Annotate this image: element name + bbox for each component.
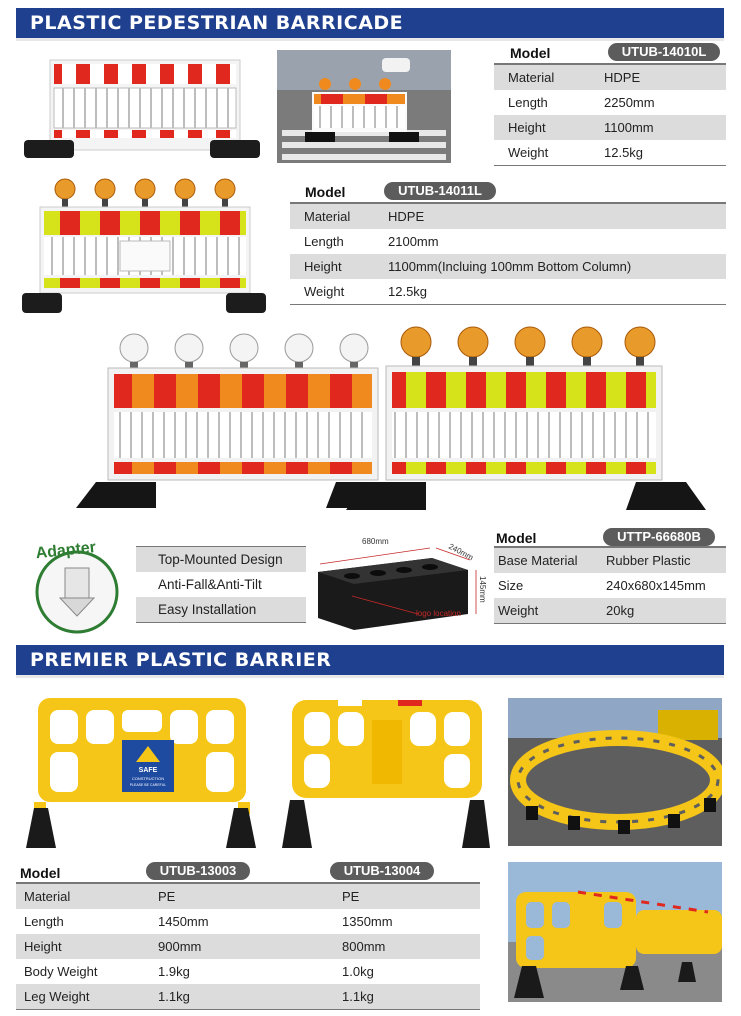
spec-key: Height (508, 120, 546, 135)
spec-value-13003: 1450mm (158, 914, 209, 929)
spec-value: 12.5kg (604, 145, 644, 160)
street-photo (277, 50, 451, 163)
section-title: PLASTIC PEDESTRIAN BARRICADE (30, 12, 404, 34)
spec-value-13004: 1.0kg (342, 964, 374, 979)
construction-site-photo-2 (508, 862, 722, 1002)
spec-row: Weight 12.5kg (290, 279, 726, 304)
sign-line2: CONSTRUCTION (132, 776, 164, 781)
spec-row: Height 900mm 800mm (16, 934, 480, 959)
spec-row: Length 2100mm (290, 229, 726, 254)
spec-row: Weight 12.5kg (494, 140, 726, 165)
spec-row: Length 1450mm 1350mm (16, 909, 480, 934)
spec-table-66680b: Base Material Rubber Plastic Size 240x680x… (494, 546, 726, 624)
spec-value: Rubber Plastic (606, 553, 691, 568)
model-label: Model (305, 184, 346, 200)
spec-row: Material HDPE (494, 65, 726, 90)
spec-key: Weight (508, 145, 549, 160)
spec-key: Body Weight (24, 964, 98, 979)
spec-key: Weight (304, 284, 345, 299)
logo-location-note: logo location (416, 609, 461, 618)
model-code-badge: UTTP-66680B (603, 528, 715, 546)
spec-value: 2100mm (388, 234, 439, 249)
barricade-image-14010l (20, 50, 260, 162)
model-code-badge: UTUB-14011L (384, 182, 496, 200)
spec-value: 2250mm (604, 95, 655, 110)
model-code-badge: UTUB-14010L (608, 43, 720, 61)
section-banner: PLASTIC PEDESTRIAN BARRICADE (16, 8, 724, 41)
dim-width: 240mm (447, 542, 475, 563)
dim-height: 145mm (478, 576, 487, 603)
section-banner: PREMIER PLASTIC BARRIER (16, 645, 724, 678)
spec-row: Material HDPE (290, 204, 726, 229)
spec-key: Length (304, 234, 344, 249)
dim-length: 680mm (362, 537, 389, 546)
barrier-image-13004 (278, 690, 490, 852)
spec-key: Weight (498, 603, 539, 618)
spec-key: Length (24, 914, 64, 929)
model-label: Model (510, 45, 551, 61)
construction-site-photo-1 (508, 698, 722, 846)
spec-value: HDPE (388, 209, 425, 224)
spec-table-14011l: Material HDPE Length 2100mm Height 1100mm(I… (290, 202, 726, 305)
spec-key: Height (24, 939, 62, 954)
spec-row: Height 1100mm(Incluing 100mm Bottom Colum… (290, 254, 726, 279)
spec-table-13003-13004: Material PE PE Length 1450mm 1350mm Height 90… (16, 882, 480, 1010)
spec-row: Base Material Rubber Plastic (494, 548, 726, 573)
spec-value-13003: 900mm (158, 939, 202, 954)
rubber-base-diagram: 680mm 240mm 145mm logo location (312, 530, 492, 632)
spec-key: Base Material (498, 553, 578, 568)
spec-value-13004: 800mm (342, 939, 386, 954)
feature-item: Top-Mounted Design (136, 547, 306, 572)
sign-line1: SAFE (139, 767, 158, 774)
feature-item: Anti-Fall&Anti-Tilt (158, 577, 262, 592)
barrier-image-13003: SAFE CONSTRUCTION PLEASE BE CAREFUL (20, 690, 260, 852)
spec-value: 1100mm (604, 120, 654, 135)
spec-value-13004: 1350mm (342, 914, 393, 929)
spec-value: 240x680x145mm (606, 578, 706, 593)
spec-key: Length (508, 95, 548, 110)
spec-value-13003: 1.1kg (158, 989, 190, 1004)
spec-value: 1100mm(Incluing 100mm Bottom Column) (388, 259, 632, 274)
spec-value-13003: PE (158, 889, 176, 904)
adapter-feature-list: Top-Mounted Design Anti-Fall&Anti-Tilt E… (136, 546, 306, 623)
spec-key: Material (304, 209, 351, 224)
spec-row: Length 2250mm (494, 90, 726, 115)
adapter-image: Adapter (22, 534, 132, 636)
model-label: Model (496, 530, 537, 546)
spec-key: Material (508, 70, 555, 85)
spec-table-14010l: Material HDPE Length 2250mm Height 1100mm W… (494, 63, 726, 166)
spec-row: Height 1100mm (494, 115, 726, 140)
spec-key: Size (498, 578, 524, 593)
spec-value-13004: PE (342, 889, 360, 904)
spec-value: 20kg (606, 603, 635, 618)
spec-key: Material (24, 889, 71, 904)
barricade-pair-image (66, 320, 710, 516)
feature-item: Easy Installation (136, 597, 306, 622)
model-code-badge-13004: UTUB-13004 (330, 862, 434, 880)
spec-key: Leg Weight (24, 989, 90, 1004)
adapter-label: Adapter (35, 539, 97, 562)
spec-value-13003: 1.9kg (158, 964, 190, 979)
spec-row: Body Weight 1.9kg 1.0kg (16, 959, 480, 984)
sign-line3: PLEASE BE CAREFUL (130, 783, 167, 787)
barricade-image-14011l (20, 175, 270, 317)
model-code-badge-13003: UTUB-13003 (146, 862, 250, 880)
spec-value: HDPE (604, 70, 641, 85)
spec-value-13004: 1.1kg (342, 989, 374, 1004)
spec-row: Leg Weight 1.1kg 1.1kg (16, 984, 480, 1009)
spec-row: Material PE PE (16, 884, 480, 909)
spec-row: Size 240x680x145mm (494, 573, 726, 598)
spec-row: Weight 20kg (494, 598, 726, 623)
section-title: PREMIER PLASTIC BARRIER (30, 649, 332, 671)
spec-value: 12.5kg (388, 284, 428, 299)
model-label: Model (20, 865, 61, 881)
spec-key: Height (304, 259, 342, 274)
